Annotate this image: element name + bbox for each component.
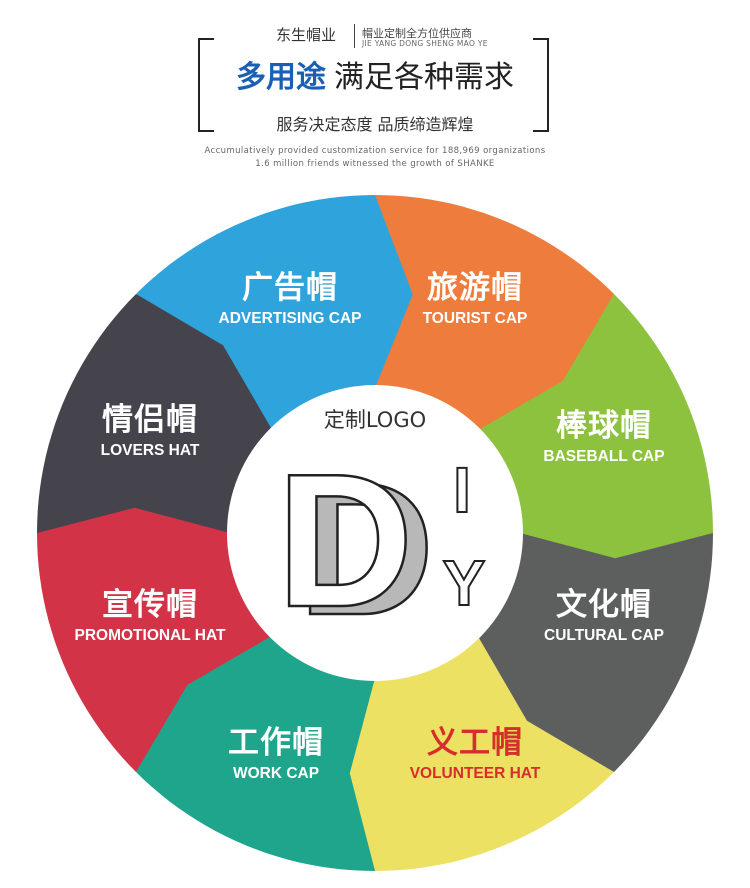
english-line-2: 1.6 million friends witnessed the growth… (255, 159, 495, 169)
label-chinese: 义工帽 (427, 725, 523, 760)
headline-highlight: 多用途 (236, 60, 326, 95)
segment-cultural-cap (477, 533, 713, 772)
diy-letter-d: D (276, 435, 413, 647)
label-english: PROMOTIONAL HAT (74, 627, 226, 644)
center-circle (227, 385, 523, 681)
segment-volunteer-hat (337, 635, 614, 871)
header: 东生帽业 帽业定制全方位供应商 JIE YANG DONG SHENG MAO … (0, 0, 750, 180)
label-work-cap: 工作帽 WORK CAP (171, 724, 381, 784)
label-promotional-hat: 宣传帽 PROMOTIONAL HAT (45, 586, 255, 646)
wheel-segments (37, 195, 713, 871)
label-english: BASEBALL CAP (543, 448, 665, 465)
label-baseball-cap: 棒球帽 BASEBALL CAP (499, 407, 709, 467)
label-chinese: 旅游帽 (427, 270, 523, 305)
label-chinese: 棒球帽 (556, 408, 652, 443)
diy-letter-y: Y (443, 547, 486, 619)
right-bracket (533, 38, 549, 132)
label-tourist-cap: 旅游帽 TOURIST CAP (370, 269, 580, 329)
label-chinese: 情侣帽 (102, 402, 198, 437)
diy-letter-d-shadow: D (297, 443, 434, 655)
diy-graphic: D D I Y (275, 434, 486, 657)
diy-letter-i: I (453, 454, 471, 526)
label-english: LOVERS HAT (100, 442, 200, 459)
segment-promotional-hat (37, 495, 273, 772)
segment-lovers-hat (37, 294, 273, 533)
label-english: ADVERTISING CAP (218, 310, 362, 327)
brand-subtitle-english: JIE YANG DONG SHENG MAO YE (362, 39, 488, 48)
label-chinese: 宣传帽 (102, 587, 198, 622)
label-english: VOLUNTEER HAT (409, 765, 541, 782)
label-english: TOURIST CAP (422, 310, 528, 327)
english-line-1: Accumulatively provided customization se… (204, 146, 546, 156)
label-lovers-hat: 情侣帽 LOVERS HAT (45, 401, 255, 461)
segment-advertising-cap (136, 195, 413, 431)
segment-tourist-cap (375, 195, 614, 431)
label-cultural-cap: 文化帽 CULTURAL CAP (499, 586, 709, 646)
brand-divider (354, 24, 355, 48)
segment-work-cap (136, 635, 375, 871)
brand-name: 东生帽业 (276, 26, 337, 44)
label-english: CULTURAL CAP (544, 627, 664, 644)
label-chinese: 工作帽 (228, 725, 324, 760)
headline-rest: 满足各种需求 (334, 60, 514, 95)
headline: 多用途满足各种需求 (0, 58, 750, 98)
center-logo-text: 定制LOGO (323, 408, 427, 432)
left-bracket (198, 38, 214, 132)
label-volunteer-hat: 义工帽 VOLUNTEER HAT (370, 724, 580, 784)
label-chinese: 文化帽 (556, 587, 652, 622)
label-advertising-cap: 广告帽 ADVERTISING CAP (185, 269, 395, 329)
segment-baseball-cap (477, 294, 713, 571)
tagline: 服务决定态度 品质缔造辉煌 (276, 115, 474, 134)
brand-subtitle: 帽业定制全方位供应商 (362, 27, 472, 40)
label-english: WORK CAP (232, 765, 320, 782)
label-chinese: 广告帽 (242, 270, 338, 305)
